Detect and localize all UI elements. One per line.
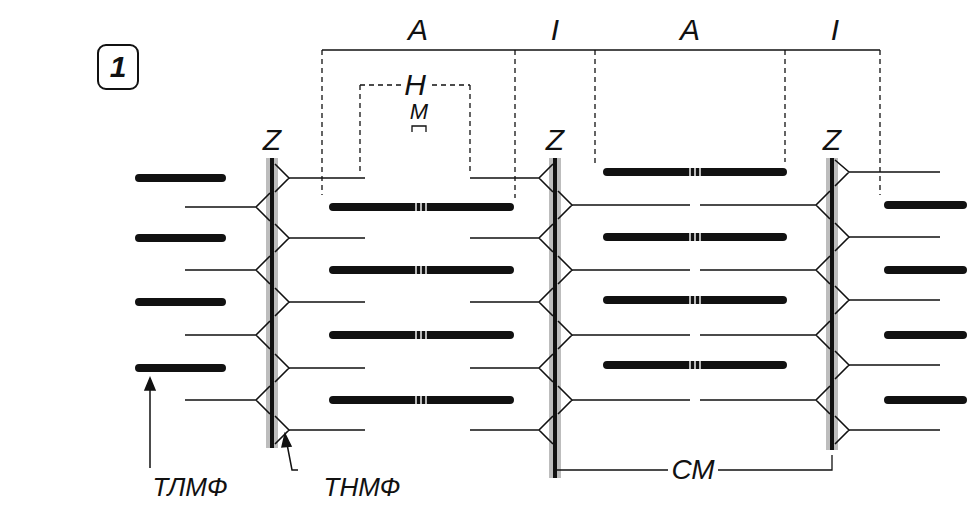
sarcomere-label: СМ <box>668 456 717 484</box>
band-label: I <box>548 15 562 45</box>
figure-number-box: 1 <box>97 44 139 90</box>
thick-filaments <box>139 172 963 400</box>
m-line-marks <box>416 165 700 407</box>
z-line-label: Z <box>543 125 567 155</box>
leader-arrow <box>145 378 298 470</box>
z-line-label: Z <box>820 125 844 155</box>
filament-label: ТЛМФ <box>149 474 230 500</box>
zone-label: H <box>401 70 429 100</box>
band-label: A <box>405 15 431 45</box>
figure-number: 1 <box>110 52 127 82</box>
z-line-label: Z <box>260 125 284 155</box>
line-label: M <box>407 101 431 123</box>
band-label: A <box>677 15 703 45</box>
band-brackets <box>322 50 880 198</box>
filament-label: ТНМФ <box>321 474 404 500</box>
thin-filaments <box>185 160 940 444</box>
band-label: I <box>828 15 842 45</box>
